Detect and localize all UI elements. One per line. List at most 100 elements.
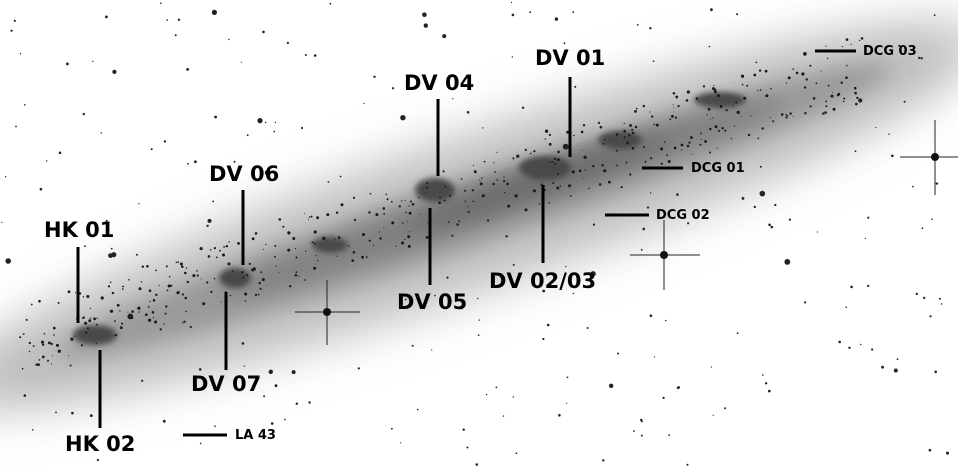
- field-star: [572, 11, 575, 14]
- field-star: [162, 419, 166, 423]
- field-star: [96, 458, 99, 462]
- disk-star: [673, 107, 675, 109]
- field-star: [649, 192, 652, 194]
- field-star: [240, 61, 242, 63]
- disk-star: [411, 203, 415, 206]
- star-left: [295, 280, 360, 345]
- disk-star: [780, 113, 784, 116]
- disk-star: [826, 57, 829, 60]
- field-star: [816, 231, 819, 233]
- field-star: [710, 8, 713, 12]
- field-star: [339, 175, 342, 178]
- disk-star: [168, 275, 171, 278]
- field-star: [590, 271, 596, 277]
- disk-star: [278, 271, 280, 273]
- disk-star: [177, 261, 179, 263]
- field-star: [867, 216, 870, 219]
- disk-star: [38, 299, 41, 303]
- disk-star: [615, 133, 619, 136]
- disk-star: [827, 84, 830, 87]
- field-star: [446, 276, 449, 279]
- disk-star: [229, 294, 232, 297]
- disk-star: [222, 253, 225, 257]
- field-star: [511, 56, 513, 58]
- disk-star: [352, 196, 356, 199]
- disk-star: [340, 203, 344, 207]
- disk-star: [855, 102, 858, 106]
- field-star: [893, 368, 898, 373]
- field-star: [662, 396, 665, 399]
- field-star: [185, 310, 187, 313]
- disk-star: [804, 112, 807, 115]
- disk-star: [114, 320, 116, 322]
- field-star: [274, 384, 278, 388]
- disk-star: [424, 192, 426, 194]
- disk-star: [122, 285, 124, 288]
- disk-star: [789, 112, 792, 115]
- field-star: [211, 9, 217, 15]
- field-star: [478, 319, 480, 321]
- field-star: [934, 370, 937, 374]
- field-star: [774, 203, 777, 207]
- disk-star: [182, 322, 184, 324]
- field-star: [759, 165, 762, 168]
- field-star: [928, 448, 932, 452]
- disk-star: [602, 142, 605, 145]
- field-star: [264, 121, 267, 124]
- disk-star: [185, 267, 188, 269]
- field-star: [32, 429, 34, 431]
- field-star: [529, 11, 532, 14]
- disk-star: [225, 245, 229, 248]
- disk-star: [223, 246, 226, 248]
- field-star: [631, 128, 634, 131]
- disk-star: [680, 149, 683, 151]
- disk-star: [841, 46, 843, 48]
- disk-star: [549, 161, 551, 163]
- field-star: [708, 45, 711, 48]
- disk-star: [623, 129, 626, 133]
- disk-star: [418, 196, 420, 199]
- disk-star: [716, 94, 720, 98]
- field-star: [759, 190, 766, 197]
- disk-star: [196, 270, 198, 272]
- field-star: [423, 23, 428, 28]
- field-star: [105, 219, 108, 222]
- disk-star: [82, 316, 85, 319]
- field-star: [41, 355, 45, 359]
- field-star: [864, 237, 866, 239]
- disk-star: [451, 189, 453, 190]
- field-star: [214, 425, 216, 428]
- disk-star: [289, 285, 292, 288]
- disk-star: [700, 132, 702, 135]
- field-star: [199, 442, 202, 445]
- disk-star: [825, 45, 827, 47]
- disk-star: [382, 207, 386, 210]
- field-star: [898, 44, 901, 47]
- field-star: [521, 106, 525, 110]
- disk-star: [410, 200, 412, 203]
- disk-star: [805, 78, 808, 81]
- disk-star: [52, 355, 54, 357]
- disk-star: [151, 311, 155, 314]
- field-star: [404, 199, 406, 201]
- disk-star: [184, 271, 187, 275]
- field-star: [212, 200, 215, 203]
- field-star: [174, 34, 177, 37]
- field-star: [929, 315, 932, 318]
- field-star: [626, 141, 629, 145]
- disk-star: [95, 323, 98, 326]
- disk-star: [175, 261, 178, 264]
- disk-star: [401, 241, 404, 245]
- field-star: [401, 200, 403, 202]
- disk-star: [213, 247, 216, 250]
- disk-star: [506, 182, 509, 186]
- disk-star: [447, 221, 450, 223]
- field-star: [373, 75, 376, 79]
- disk-star: [733, 125, 736, 127]
- disk-star: [337, 236, 341, 239]
- disk-star: [458, 220, 461, 223]
- field-star: [511, 13, 515, 17]
- disk-star: [672, 104, 674, 106]
- field-star: [24, 104, 26, 106]
- disk-star: [47, 359, 49, 362]
